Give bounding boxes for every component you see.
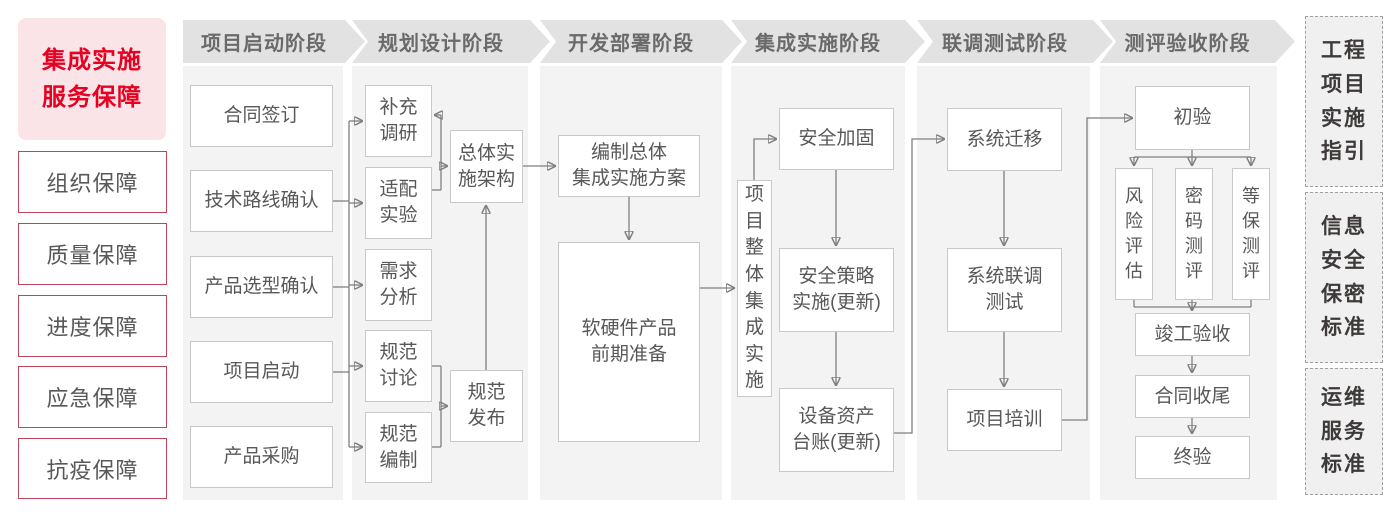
node-equipment-asset-ledger: 设备资产 台账(更新)	[779, 388, 894, 472]
phase-header-integration: 集成实施阶段	[731, 20, 925, 63]
node-spec-discussion: 规范 讨论	[365, 330, 432, 402]
node-system-migration: 系统迁移	[947, 108, 1062, 171]
node-risk-assessment: 风 险 评 估	[1115, 168, 1153, 300]
node-mlps-evaluation: 等 保 测 评	[1232, 168, 1270, 300]
node-overall-implementation-architecture: 总体实 施架构	[450, 130, 523, 203]
sidebar-item-emergency: 应急保障	[18, 366, 167, 428]
node-completion-acceptance: 竣工验收	[1135, 313, 1250, 356]
sidebar-item-quality: 质量保障	[18, 223, 167, 285]
node-project-training: 项目培训	[947, 389, 1062, 451]
node-initial-acceptance: 初验	[1135, 86, 1250, 150]
node-contract-closure: 合同收尾	[1135, 375, 1250, 418]
node-hw-sw-preparation: 软硬件产品 前期准备	[558, 242, 700, 442]
node-supplementary-research: 补充 调研	[365, 85, 432, 157]
node-final-acceptance: 终验	[1135, 436, 1250, 479]
node-crypto-evaluation: 密 码 测 评	[1175, 168, 1213, 300]
phase-header-project-start: 项目启动阶段	[183, 20, 365, 63]
phase-header-planning-design: 规划设计阶段	[352, 20, 550, 63]
node-adaptation-experiment: 适配 实验	[365, 167, 432, 239]
node-overall-project-integration: 项 目 整 体 集 成 实 施	[737, 180, 772, 397]
standard-infosec-confidentiality: 信息 安全 保密 标准	[1305, 192, 1383, 363]
node-security-policy-implementation: 安全策略 实施(更新)	[779, 248, 894, 332]
node-product-selection-confirm: 产品选型确认	[190, 256, 333, 318]
node-spec-drafting: 规范 编制	[365, 412, 432, 483]
phase-header-dev-deploy: 开发部署阶段	[540, 20, 742, 63]
phase-header-joint-test: 联调测试阶段	[917, 20, 1113, 63]
node-system-joint-testing: 系统联调 测试	[947, 248, 1062, 332]
node-project-kickoff: 项目启动	[190, 341, 333, 403]
standard-om-service: 运维 服务 标准	[1305, 368, 1383, 495]
phase-header-acceptance: 测评验收阶段	[1100, 20, 1295, 63]
page-title: 集成实施 服务保障	[18, 18, 166, 140]
standard-project-implementation-guide: 工程 项目 实施 指引	[1305, 16, 1383, 187]
node-product-procurement: 产品采购	[190, 426, 333, 488]
node-overall-integration-plan: 编制总体 集成实施方案	[558, 135, 700, 197]
sidebar-item-organization: 组织保障	[18, 151, 167, 213]
sidebar-item-schedule: 进度保障	[18, 295, 167, 357]
node-tech-route-confirm: 技术路线确认	[190, 170, 333, 232]
node-security-hardening: 安全加固	[779, 108, 894, 170]
node-spec-release: 规范 发布	[450, 370, 523, 442]
node-requirement-analysis: 需求 分析	[365, 249, 432, 321]
sidebar-item-epidemic: 抗疫保障	[18, 438, 167, 499]
node-contract-signing: 合同签订	[190, 85, 333, 147]
